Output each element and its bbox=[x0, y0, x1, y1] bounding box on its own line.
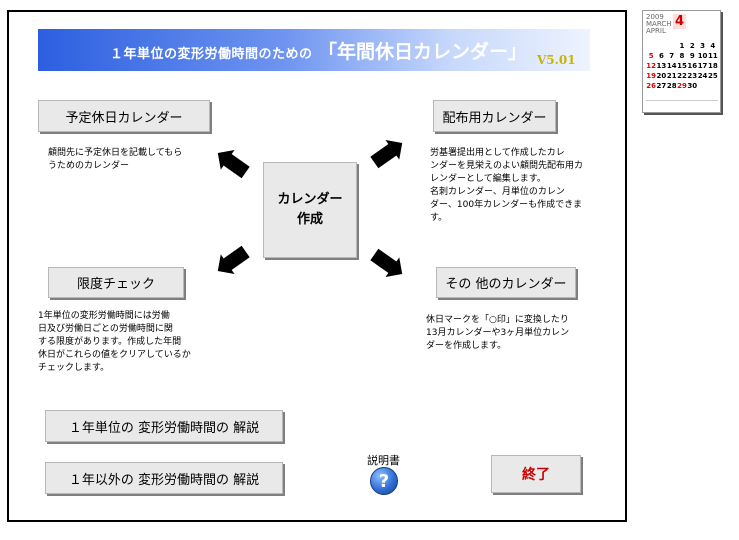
create-calendar-label-1: カレンダー bbox=[277, 192, 343, 207]
thumbnail-day: 21 bbox=[666, 72, 677, 80]
haifu-description: 労基署提出用として作成したカレ ンダーを見栄えのよい顧問先配布用カ レンダーとし… bbox=[430, 147, 620, 225]
kaisetsu-1year-button[interactable]: １年単位の 変形労働時間の 解説 bbox=[45, 410, 283, 442]
desc-line: 日及び労働日ごとの労働時間に関 bbox=[38, 324, 173, 334]
thumbnail-day: 29 bbox=[677, 82, 687, 90]
manual-label: 説明書 bbox=[367, 454, 400, 467]
gendo-description: 1年単位の変形労働時間には労働 日及び労働日ごとの労働時間に関 する限度がありま… bbox=[38, 310, 218, 375]
desc-line: 13月カレンダーや3ヶ月単位カレン bbox=[426, 328, 570, 338]
desc-line: ンダーを見栄えのよい顧問先配布用カ bbox=[430, 161, 584, 171]
thumbnail-day: 27 bbox=[656, 82, 667, 90]
thumbnail-day: 30 bbox=[687, 82, 698, 90]
main-panel bbox=[7, 10, 627, 522]
thumbnail-day bbox=[656, 41, 666, 51]
thumbnail-day bbox=[667, 41, 677, 51]
thumbnail-day: 9 bbox=[689, 52, 695, 60]
thumbnail-day: 17 bbox=[697, 62, 708, 70]
create-calendar-label-2: 作成 bbox=[296, 212, 323, 227]
thumbnail-day bbox=[697, 81, 707, 91]
desc-line: 休日マークを「○印」に変換したり bbox=[426, 315, 569, 325]
gendo-check-button[interactable]: 限度チェック bbox=[48, 267, 184, 298]
thumbnail-day: 8 bbox=[679, 52, 685, 60]
create-calendar-button[interactable]: カレンダー 作成 bbox=[263, 162, 357, 258]
thumbnail-day: 15 bbox=[677, 62, 687, 70]
title-banner bbox=[38, 29, 590, 71]
desc-line: ダー、100年カレンダーも作成できま bbox=[430, 200, 583, 210]
desc-line: 1年単位の変形労働時間には労働 bbox=[38, 311, 170, 321]
desc-line: ダーを作成します。 bbox=[426, 341, 507, 351]
yotei-calendar-button[interactable]: 予定休日カレンダー bbox=[38, 100, 210, 132]
thumbnail-header-line: MARCH bbox=[646, 20, 672, 28]
thumbnail-day: 24 bbox=[697, 72, 708, 80]
version-label: V5.01 bbox=[537, 53, 576, 67]
thumbnail-header: 2009 MARCH APRIL bbox=[646, 14, 672, 35]
thumbnail-day: 20 bbox=[656, 72, 667, 80]
desc-line: する限度があります。作成した年間 bbox=[38, 337, 182, 347]
thumbnail-day: 4 bbox=[710, 42, 716, 50]
desc-line: レンダーとして編集します。 bbox=[430, 174, 546, 184]
thumbnail-header-line: APRIL bbox=[646, 27, 666, 35]
kaisetsu-other-button[interactable]: １年以外の 変形労働時間の 解説 bbox=[45, 462, 283, 494]
thumbnail-day: 16 bbox=[687, 62, 698, 70]
other-calendar-button[interactable]: その 他のカレンダー bbox=[436, 267, 576, 298]
desc-line: 名刺カレンダー、月単位のカレン bbox=[430, 187, 565, 197]
thumbnail-day bbox=[708, 81, 718, 91]
desc-line: 休日がこれらの値をクリアしているか bbox=[38, 350, 191, 360]
thumbnail-day: 18 bbox=[707, 62, 718, 70]
thumbnail-day: 14 bbox=[666, 62, 677, 70]
thumbnail-month: 4 bbox=[673, 14, 687, 29]
end-button[interactable]: 終了 bbox=[491, 455, 581, 493]
thumbnail-day: 12 bbox=[646, 62, 657, 70]
desc-line: す。 bbox=[430, 213, 448, 223]
thumbnail-day: 7 bbox=[669, 52, 675, 60]
thumbnail-day: 23 bbox=[687, 72, 698, 80]
thumbnail-day: 3 bbox=[700, 42, 705, 50]
thumbnail-day: 13 bbox=[656, 62, 667, 70]
thumbnail-day: 6 bbox=[658, 52, 664, 60]
thumbnail-day: 11 bbox=[707, 52, 718, 60]
desc-line: 顧問先に予定休日を記載してもら bbox=[48, 148, 183, 158]
thumbnail-day: 25 bbox=[707, 72, 718, 80]
desc-line: チェックします。 bbox=[38, 363, 110, 373]
thumbnail-header-line: 2009 bbox=[646, 13, 664, 21]
thumbnail-day bbox=[646, 41, 656, 51]
thumbnail-footer bbox=[646, 100, 718, 109]
help-icon[interactable]: ? bbox=[370, 467, 398, 495]
title-prefix: １年単位の変形労働時間のための bbox=[110, 47, 313, 62]
thumbnail-day: 10 bbox=[697, 52, 708, 60]
thumbnail-day: 26 bbox=[646, 82, 657, 90]
thumbnail-day: 5 bbox=[648, 52, 654, 60]
thumbnail-day: 2 bbox=[689, 42, 695, 50]
sonota-description: 休日マークを「○印」に変換したり 13月カレンダーや3ヶ月単位カレン ダーを作成… bbox=[426, 314, 616, 353]
desc-line: 労基署提出用として作成したカレ bbox=[430, 148, 565, 158]
thumbnail-day: 22 bbox=[677, 72, 687, 80]
thumbnail-day: 19 bbox=[646, 72, 657, 80]
haifu-calendar-button[interactable]: 配布用カレンダー bbox=[433, 100, 556, 132]
page-title: 「年間休日カレンダー」 bbox=[318, 41, 528, 63]
thumbnail-day: 28 bbox=[666, 82, 677, 90]
desc-line: うためのカレンダー bbox=[48, 161, 130, 171]
thumbnail-day: 1 bbox=[679, 42, 685, 50]
yotei-description: 顧問先に予定休日を記載してもら うためのカレンダー bbox=[48, 147, 228, 173]
